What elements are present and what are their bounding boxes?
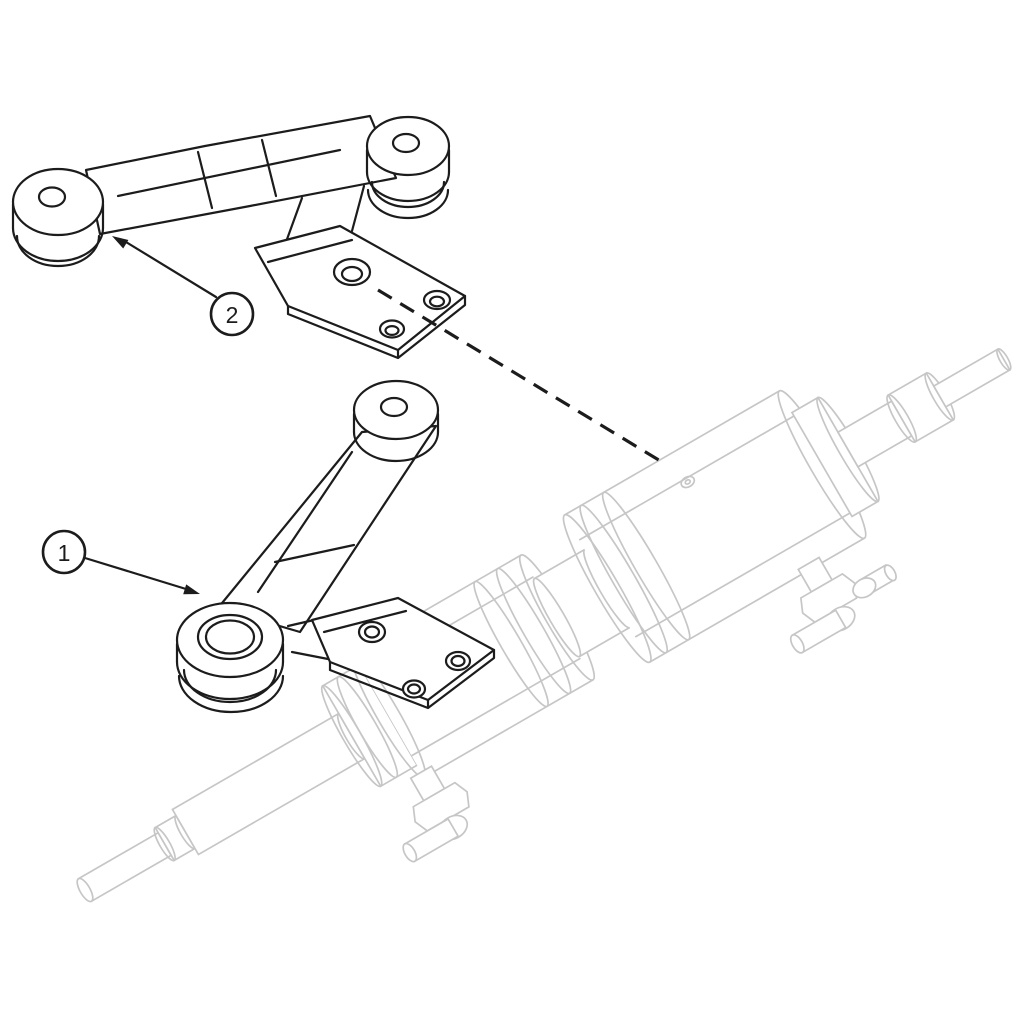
callout-1: 1 [41,529,200,595]
callout-1-arrowhead-icon [183,584,200,595]
callout-2-balloon [209,291,255,337]
steering-cylinder-ghost [76,347,1012,903]
cylinder-body-right [562,389,867,664]
arm-2-left-bushing [11,167,105,268]
hose-fitting-left-icon [402,764,470,863]
arm-2-bar [84,114,398,236]
alignment-leader-line [377,288,663,464]
mounting-boss [680,475,696,489]
arm-2-mounting-bracket [253,224,467,360]
tiller-arm-1 [175,379,496,714]
arm-2-right-bushing [365,115,451,220]
hose-fitting-right-icon [789,556,897,654]
callout-2-arrow-line [124,240,218,299]
tiller-arm-2 [11,114,467,360]
bracket-2-holes [332,257,452,339]
callout-1-balloon [41,529,87,575]
arm-1-lower-bushing [175,601,285,714]
callout-1-label: 1 [58,540,71,566]
callout-2-label: 2 [226,302,239,328]
callout-1-arrow-line [83,556,188,591]
arm-1-mounting-bracket [310,596,496,710]
arm-1-top-bushing [352,379,440,463]
callout-2-arrowhead-icon [112,236,129,249]
callout-2: 2 [112,236,255,337]
bracket-1-bolts [357,620,472,699]
